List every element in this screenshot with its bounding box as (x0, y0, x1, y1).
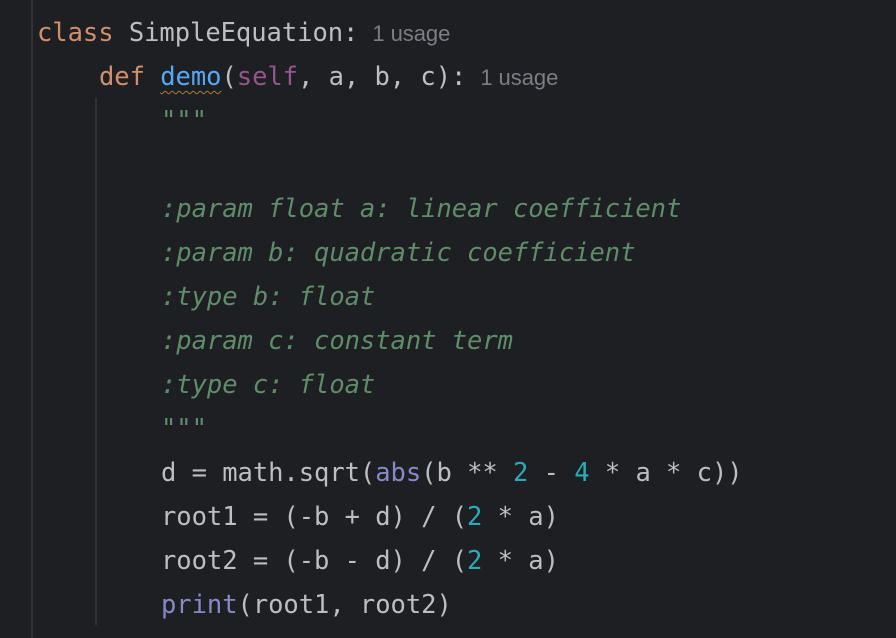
docstring-type-b[interactable]: :type b: float (161, 282, 376, 312)
docstring-type-c[interactable]: :type c: float (161, 370, 376, 400)
code-text: (b ** (421, 458, 513, 488)
builtin-print: print (161, 590, 238, 620)
docstring-open[interactable]: """ (161, 106, 207, 136)
code-line-2[interactable]: def demo(self, a, b, c): 1 usage (99, 55, 558, 99)
keyword-class: class (37, 18, 114, 48)
function-name-demo[interactable]: demo (160, 62, 222, 92)
code-text: (root1, root2) (237, 590, 452, 620)
space (145, 62, 160, 92)
number-literal: 2 (467, 502, 483, 532)
code-text: * a) (482, 546, 559, 576)
code-line-d[interactable]: d = math.sqrt(abs(b ** 2 - 4 * a * c)) (161, 451, 743, 495)
code-text: root2 = (-b - d) / ( (161, 546, 468, 576)
usage-hint-class[interactable]: 1 usage (372, 21, 451, 46)
code-line-root2[interactable]: root2 = (-b - d) / (2 * a) (161, 539, 559, 583)
docstring-param-b[interactable]: :param b: quadratic coefficient (161, 238, 636, 268)
builtin-abs: abs (375, 458, 422, 488)
number-literal: 4 (574, 458, 590, 488)
code-line-print[interactable]: print(root1, root2) (161, 583, 452, 627)
indent-guide-class (31, 0, 33, 638)
paren-open: ( (221, 62, 237, 92)
indent-guide-def (95, 98, 97, 625)
usage-hint-demo[interactable]: 1 usage (480, 65, 559, 90)
code-text: * a * c)) (589, 458, 743, 488)
code-line-root1[interactable]: root1 = (-b + d) / (2 * a) (161, 495, 559, 539)
docstring-close[interactable]: """ (161, 414, 207, 444)
docstring-param-c[interactable]: :param c: constant term (161, 326, 513, 356)
params: , a, b, c): (297, 62, 467, 92)
keyword-def: def (99, 62, 145, 92)
param-self: self (236, 62, 298, 92)
code-text: - (528, 458, 575, 488)
code-text: * a) (482, 502, 559, 532)
class-name: SimpleEquation: (113, 18, 359, 48)
docstring-param-a[interactable]: :param float a: linear coefficient (161, 194, 682, 224)
code-text: root1 = (-b + d) / ( (161, 502, 468, 532)
code-text: d = math.sqrt( (161, 458, 376, 488)
number-literal: 2 (512, 458, 529, 488)
number-literal: 2 (467, 546, 483, 576)
code-line-1[interactable]: class SimpleEquation: 1 usage (37, 11, 450, 55)
